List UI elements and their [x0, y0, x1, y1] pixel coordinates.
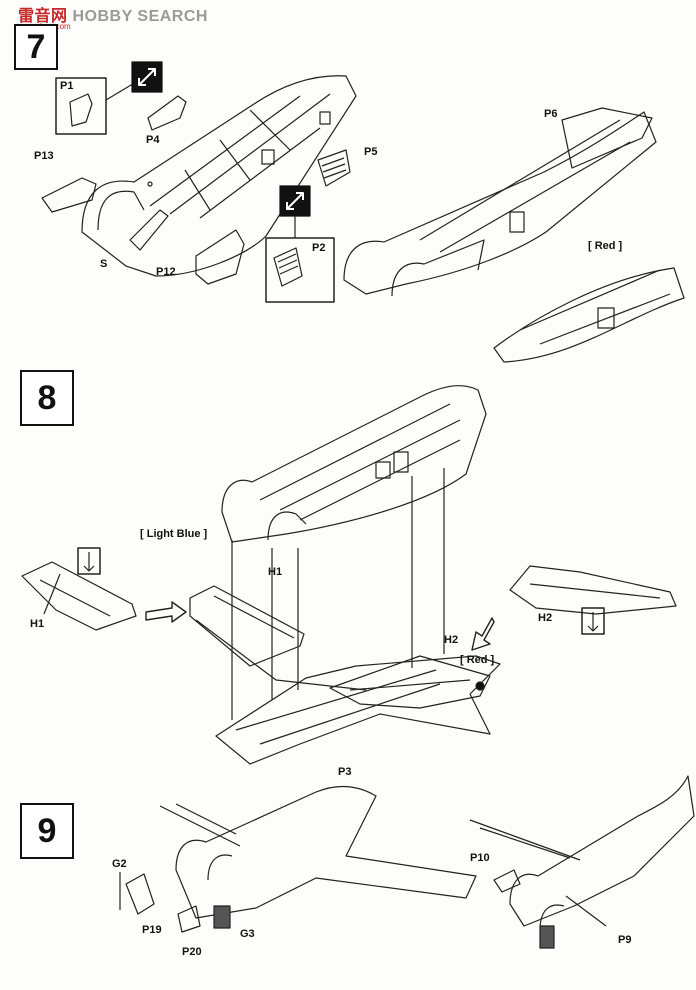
- step-8-number: 8: [20, 370, 74, 426]
- label-g2: G2: [112, 858, 127, 870]
- label-p1: P1: [60, 80, 74, 92]
- step-7-number: 7: [14, 24, 58, 70]
- part-p12: [195, 229, 245, 285]
- detail-box-p2: [265, 237, 335, 303]
- part-p20: [177, 905, 201, 933]
- part-p19: [125, 873, 155, 915]
- label-g3: G3: [240, 928, 255, 940]
- label-h2-right: H2: [538, 612, 553, 624]
- arrow-icon: [145, 601, 187, 623]
- part-g3: [213, 905, 231, 929]
- label-p12: P12: [156, 266, 176, 278]
- watermark-logo: 雷音网 HOBBY SEARCH: [18, 2, 208, 26]
- label-p5: P5: [364, 146, 378, 158]
- label-h2-main: H2: [444, 634, 459, 646]
- part-p3: [215, 655, 501, 765]
- fuselage-7a: [81, 75, 357, 277]
- part-h2-view: [509, 565, 677, 615]
- label-s: S: [100, 258, 108, 270]
- label-p9: P9: [618, 934, 632, 946]
- part-s: [129, 209, 169, 251]
- label-red-8: [ Red ]: [460, 654, 495, 666]
- part-p13: [41, 177, 97, 213]
- part-p2: [273, 247, 303, 287]
- part-p10: [493, 869, 521, 893]
- label-p19: P19: [142, 924, 162, 936]
- fuselage-7c: [493, 267, 685, 363]
- label-p2: P2: [312, 242, 326, 254]
- watermark-brand-cn: 雷音网: [18, 8, 68, 25]
- part-p1: [69, 93, 93, 127]
- step-9-number: 9: [20, 803, 74, 859]
- label-p10: P10: [470, 852, 490, 864]
- watermark-brand-en: HOBBY SEARCH: [72, 8, 208, 25]
- detail-box-p1: [55, 77, 107, 135]
- fuselage-8-upper: [221, 385, 487, 543]
- label-light-blue: [ Light Blue ]: [140, 528, 208, 540]
- part-h2-main: [329, 655, 491, 709]
- fuselage-9b: [509, 775, 695, 927]
- part-p6: [561, 107, 653, 169]
- label-p3: P3: [338, 766, 352, 778]
- label-red-7: [ Red ]: [588, 240, 623, 252]
- part-h1-view: [21, 561, 137, 631]
- label-h1-left: H1: [30, 618, 45, 630]
- fuselage-9a: [175, 785, 477, 919]
- label-p4: P4: [146, 134, 160, 146]
- part-p9: [565, 895, 607, 927]
- label-p13: P13: [34, 150, 54, 162]
- fuselage-7b: [343, 111, 657, 295]
- label-h1-main: H1: [268, 566, 283, 578]
- part-h1-main: [189, 585, 305, 667]
- part-p5: [317, 149, 351, 187]
- label-p6: P6: [544, 108, 558, 120]
- label-p20: P20: [182, 946, 202, 958]
- arrow-icon-2: [471, 617, 495, 651]
- part-p4: [147, 95, 187, 131]
